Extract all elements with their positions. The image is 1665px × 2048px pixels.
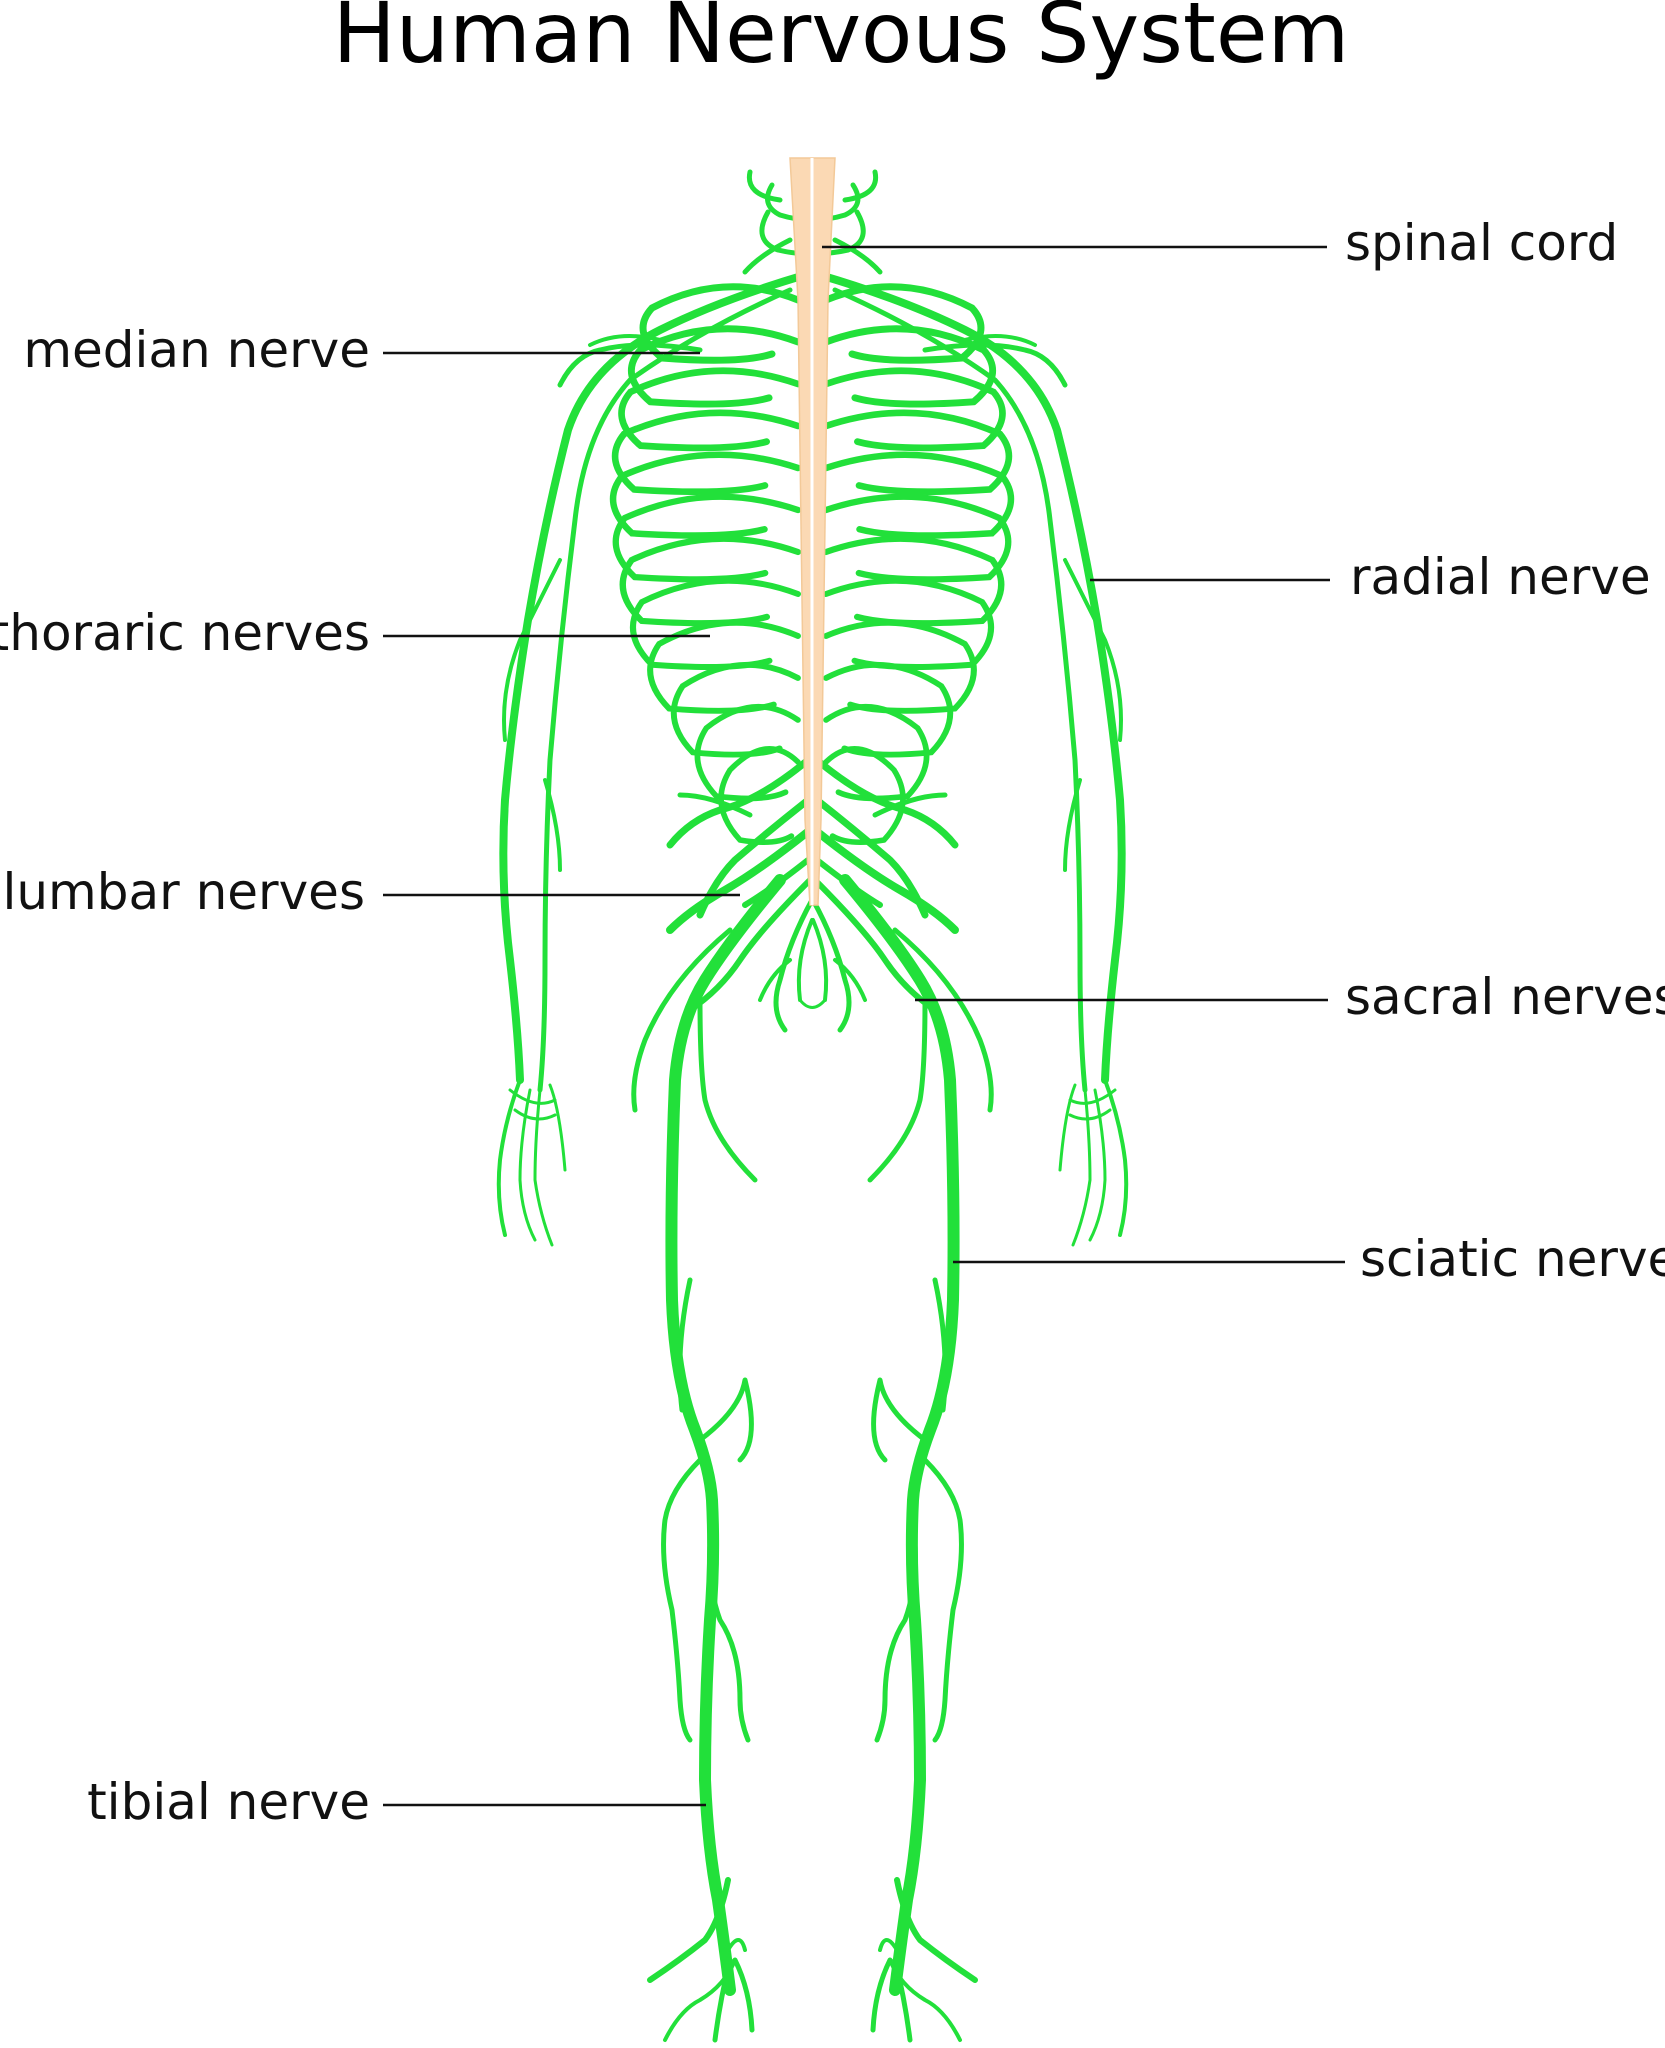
right-arm-nerves	[816, 271, 1129, 1247]
nerve-illustration	[496, 157, 1129, 2043]
thoracic-nerve-branch	[611, 409, 802, 495]
label-median-nerve: median nerve	[23, 321, 370, 379]
thoracic-nerve-branch	[822, 283, 985, 364]
label-sacral-nerves: sacral nerves	[1345, 968, 1665, 1026]
left-leg-nerves	[631, 874, 786, 2043]
labels: spinal cord median nerve radial nerve th…	[0, 214, 1665, 1831]
thoracic-nerve-branch	[718, 746, 801, 845]
label-tibial-nerve: tibial nerve	[87, 1773, 370, 1831]
sacral-nerves	[687, 877, 938, 1033]
thoracic-nerve-branch	[639, 283, 802, 364]
thoracic-nerve-branch	[822, 325, 997, 408]
thoracic-nerve-branch	[823, 661, 954, 758]
label-lumbar-nerves: lumbar nerves	[2, 863, 365, 921]
thoracic-nerve-branch	[609, 451, 802, 539]
thoracic-nerves-left	[609, 283, 802, 845]
leader-lines	[383, 245, 1345, 1807]
thoracic-nerve-branch	[822, 367, 1006, 452]
label-radial-nerve: radial nerve	[1350, 548, 1651, 606]
thoracic-nerve-branch	[670, 661, 801, 758]
label-spinal-cord: spinal cord	[1345, 214, 1618, 272]
thoracic-nerves-right	[822, 283, 1015, 845]
label-thoraric-nerves: thoraric nerves	[0, 604, 370, 662]
thoracic-nerve-branch	[822, 409, 1013, 495]
thoracic-nerve-branch	[822, 451, 1015, 539]
thoracic-nerve-branch	[823, 746, 906, 845]
left-arm-nerves	[496, 271, 809, 1247]
right-leg-nerves	[839, 874, 994, 2043]
thoracic-nerve-branch	[618, 367, 802, 452]
thoracic-nerve-branch	[627, 325, 802, 408]
label-sciatic-nerve: sciatic nerve	[1360, 1230, 1665, 1288]
diagram-title: Human Nervous System	[333, 0, 1350, 82]
